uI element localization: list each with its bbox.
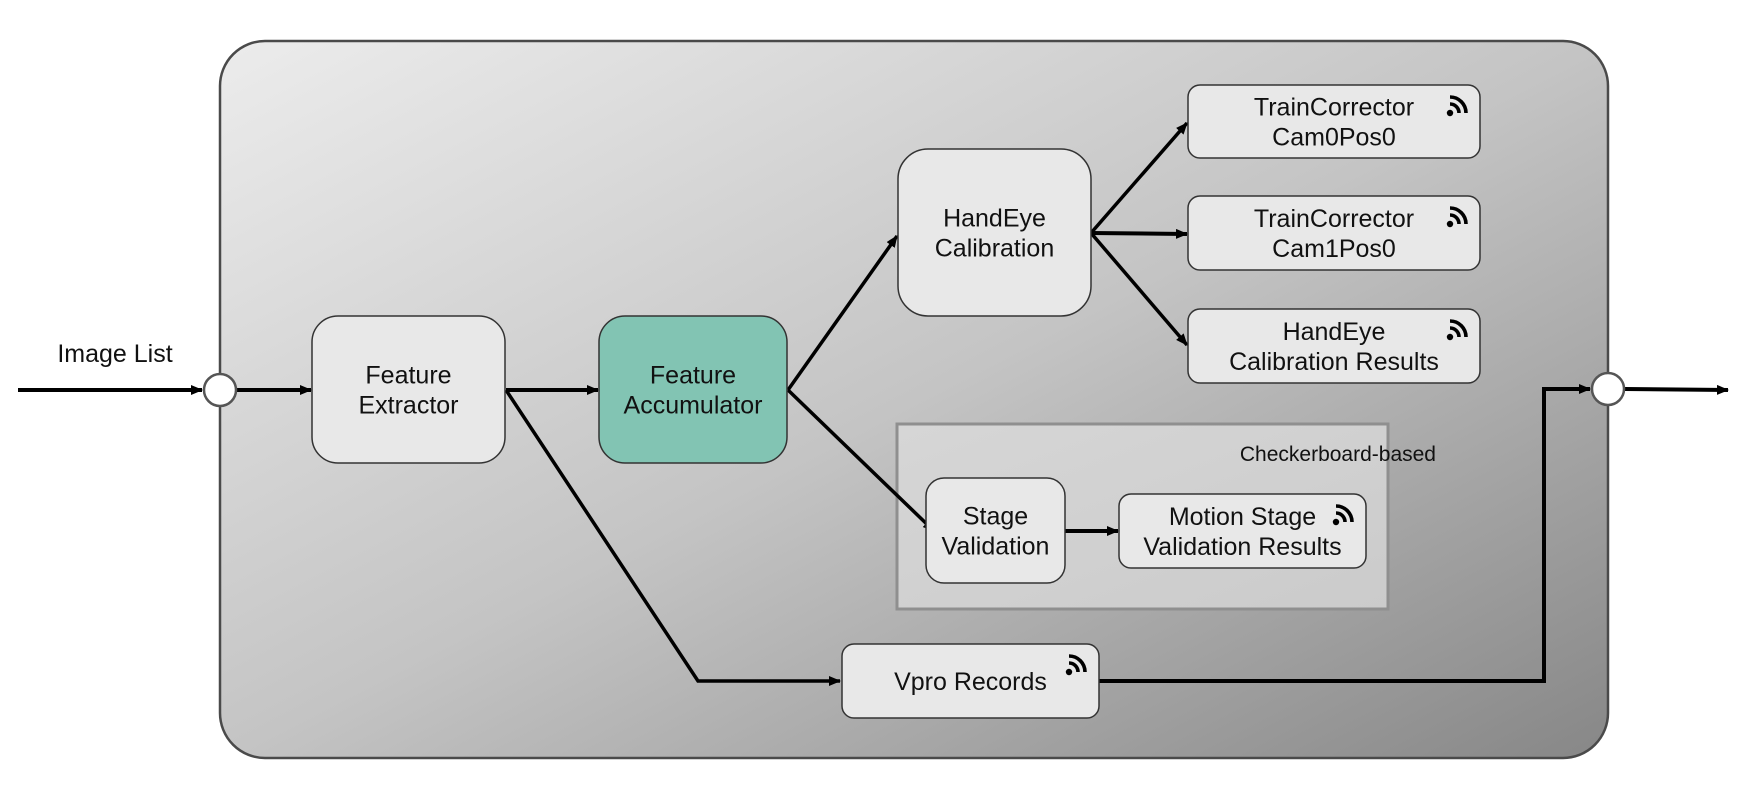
input-label: Image List	[57, 340, 172, 368]
node-label-line: Calibration Results	[1229, 348, 1439, 376]
broadcast-icon	[1446, 319, 1468, 341]
node-label-line: Motion Stage	[1169, 503, 1316, 531]
edge-handeye-to-traincorrector-cam1pos0	[1090, 228, 1188, 239]
broadcast-icon	[1446, 95, 1468, 117]
node-label-line: TrainCorrector	[1254, 205, 1414, 233]
input-port[interactable]	[202, 372, 238, 408]
edge-feature-accumulator-to-handeye-calibration	[786, 234, 899, 392]
node-label-line: Calibration	[935, 235, 1055, 263]
edge-feature-extractor-to-vpro-records	[504, 389, 841, 686]
node-label-line: Extractor	[358, 392, 458, 420]
node-box[interactable]	[598, 315, 788, 464]
node-label-line: Validation	[942, 533, 1050, 561]
edge-vpro-records-to-output	[1099, 384, 1591, 683]
node-box[interactable]	[1187, 84, 1481, 159]
broadcast-icon	[1332, 504, 1354, 526]
node-label-line: HandEye	[1283, 318, 1386, 346]
node-label-line: Accumulator	[624, 392, 763, 420]
node-label-line: TrainCorrector	[1254, 94, 1414, 122]
edge-external-output	[1624, 384, 1729, 395]
broadcast-icon	[1446, 206, 1468, 228]
output-port[interactable]	[1590, 371, 1626, 407]
checkerboard-group-label: Checkerboard-based	[1240, 443, 1436, 466]
node-label-line: Cam1Pos0	[1272, 235, 1396, 263]
node-box[interactable]	[925, 477, 1066, 584]
edges	[18, 121, 1729, 686]
node-box[interactable]	[1187, 195, 1481, 271]
node-label-line: Validation Results	[1143, 533, 1341, 561]
node-box[interactable]	[1187, 308, 1481, 384]
node-box[interactable]	[311, 315, 506, 464]
node-label-line: Vpro Records	[894, 668, 1047, 696]
edge-feature-accumulator-to-stage-validation	[786, 388, 936, 533]
node-label-line: Cam0Pos0	[1272, 124, 1396, 152]
node-label-line: Stage	[963, 503, 1028, 531]
node-box[interactable]	[897, 148, 1092, 317]
edge-handeye-to-traincorrector-cam0pos0	[1089, 121, 1189, 235]
node-box[interactable]	[1118, 493, 1367, 569]
node-label-line: HandEye	[943, 205, 1046, 233]
edge-handeye-to-handeye-calibration-results	[1089, 231, 1189, 347]
node-vpro-records[interactable]: Vpro Records	[841, 643, 1100, 719]
node-label-line: Feature	[650, 362, 736, 390]
node-label-line: Feature	[365, 362, 451, 390]
node-box[interactable]	[841, 643, 1100, 719]
broadcast-icon	[1065, 654, 1087, 676]
